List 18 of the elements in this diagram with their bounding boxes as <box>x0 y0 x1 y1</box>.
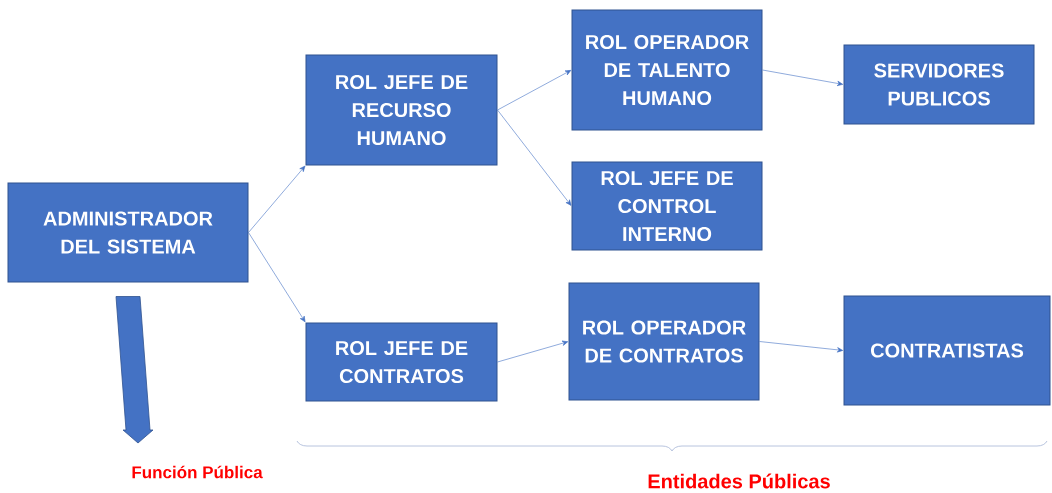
role-box: ADMINISTRADOR DEL SISTEMA <box>7 182 249 283</box>
role-box: SERVIDORES PUBLICOS <box>843 44 1035 125</box>
arrow <box>497 109 572 206</box>
caption-text: Entidades Públicas <box>648 473 830 489</box>
role-box: CONTRATISTAS <box>843 295 1051 406</box>
arrow <box>497 340 569 363</box>
role-box: ROL JEFE DE CONTROL INTERNO <box>571 161 763 251</box>
role-box: ROL JEFE DE CONTRATOS <box>305 322 498 402</box>
arrow <box>759 341 844 353</box>
arrow <box>248 165 306 233</box>
role-box: ROL OPERADOR DE CONTRATOS <box>568 282 760 401</box>
block-arrow <box>115 296 154 444</box>
role-box: ROL OPERADOR DE TALENTO HUMANO <box>571 9 763 131</box>
arrow <box>497 70 572 111</box>
role-box: ROL JEFE DE RECURSO HUMANO <box>305 54 498 166</box>
arrow <box>248 232 306 323</box>
caption-text: Función Pública <box>132 465 263 479</box>
arrow <box>762 69 844 86</box>
